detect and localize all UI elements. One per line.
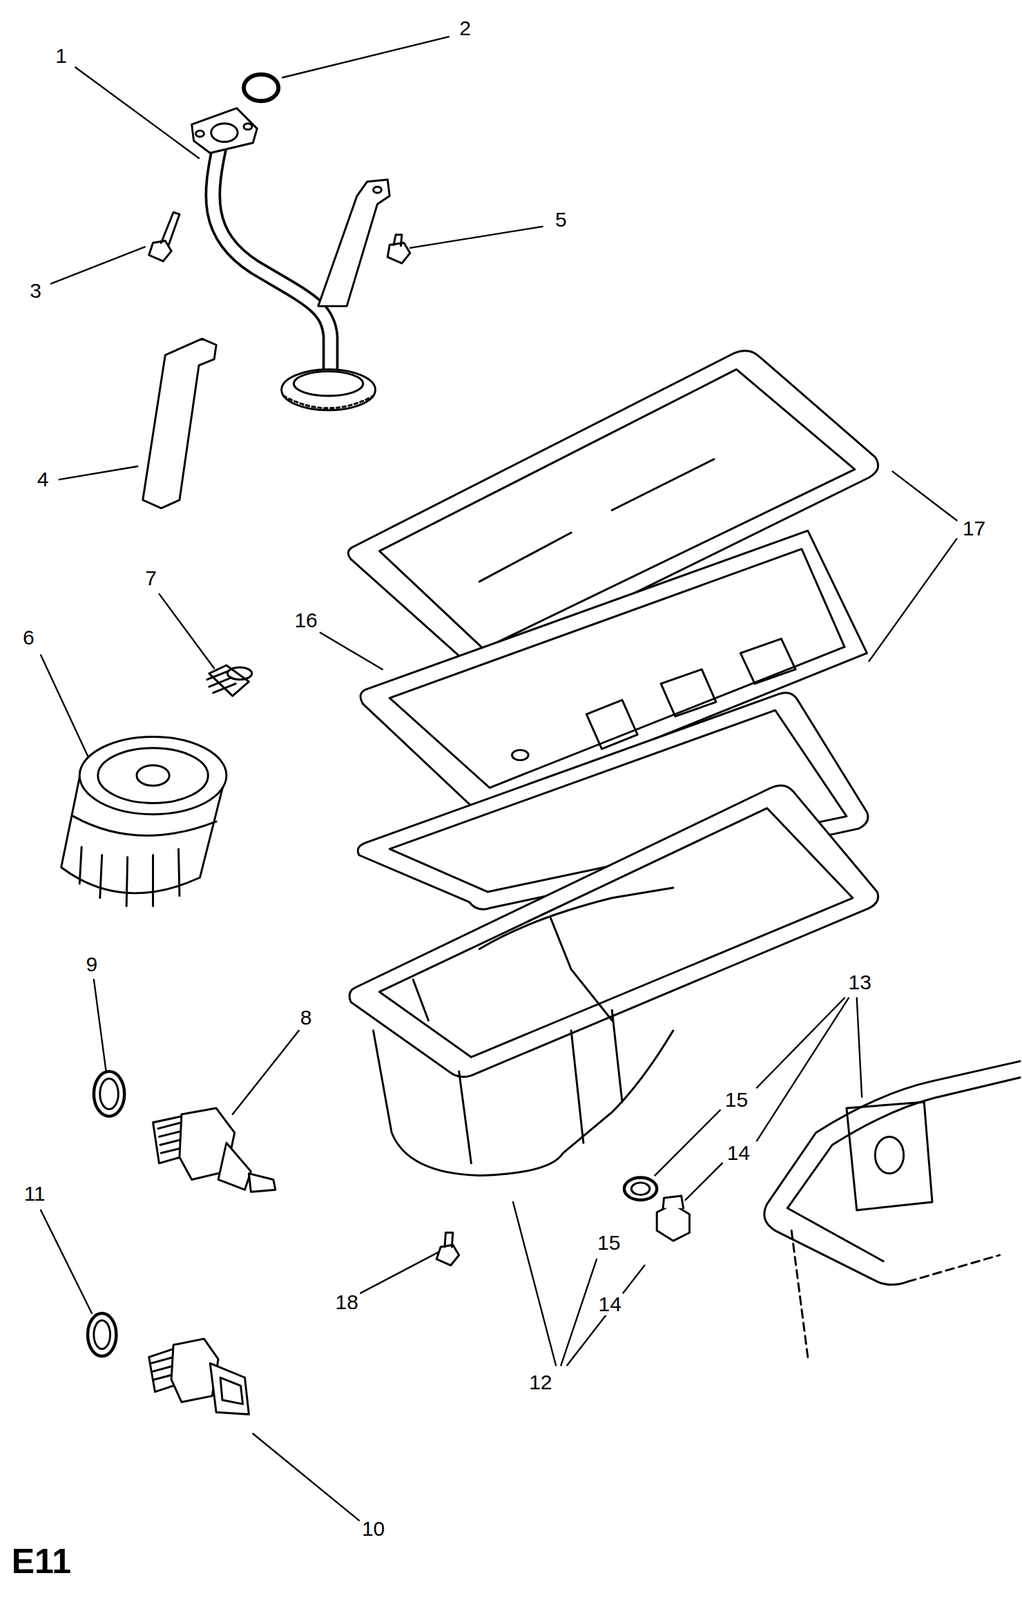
callout-number: 14 [725, 1141, 752, 1164]
oil-pressure-sensor [149, 1338, 250, 1414]
spring [207, 664, 253, 696]
oil-pan [349, 785, 879, 1176]
drain-plug [656, 1195, 690, 1241]
callout-number: 11 [22, 1182, 47, 1205]
oil-pressure-switch [153, 1107, 276, 1192]
callout-number: 15 [723, 1088, 750, 1111]
oil-pan-detail [764, 1060, 1020, 1357]
figure-code: E11 [10, 1542, 73, 1579]
callout-number: 13 [846, 970, 873, 993]
callout-number: 18 [334, 1290, 360, 1313]
callout-number: 1 [53, 44, 69, 67]
callout-number: 3 [28, 279, 43, 302]
leader-lines [40, 36, 957, 1520]
callout-number: 8 [299, 1006, 314, 1029]
callout-number: 4 [35, 468, 51, 491]
oil-pickup-pipe [191, 108, 391, 411]
callout-number: 6 [21, 626, 36, 649]
callout-number: 16 [292, 609, 319, 632]
callout-number: 17 [961, 517, 987, 540]
support-bracket [142, 338, 217, 508]
callout-number: 12 [527, 1370, 554, 1393]
callout-number: 2 [457, 17, 473, 40]
callout-number: 7 [143, 566, 159, 590]
oil-filter [61, 736, 227, 906]
callout-number: 14 [597, 1292, 623, 1315]
o-ring [243, 74, 279, 101]
callout-number: 5 [553, 208, 569, 231]
callout-number: 10 [360, 1517, 387, 1540]
callout-number: 15 [595, 1231, 622, 1254]
callout-number: 9 [84, 952, 100, 976]
